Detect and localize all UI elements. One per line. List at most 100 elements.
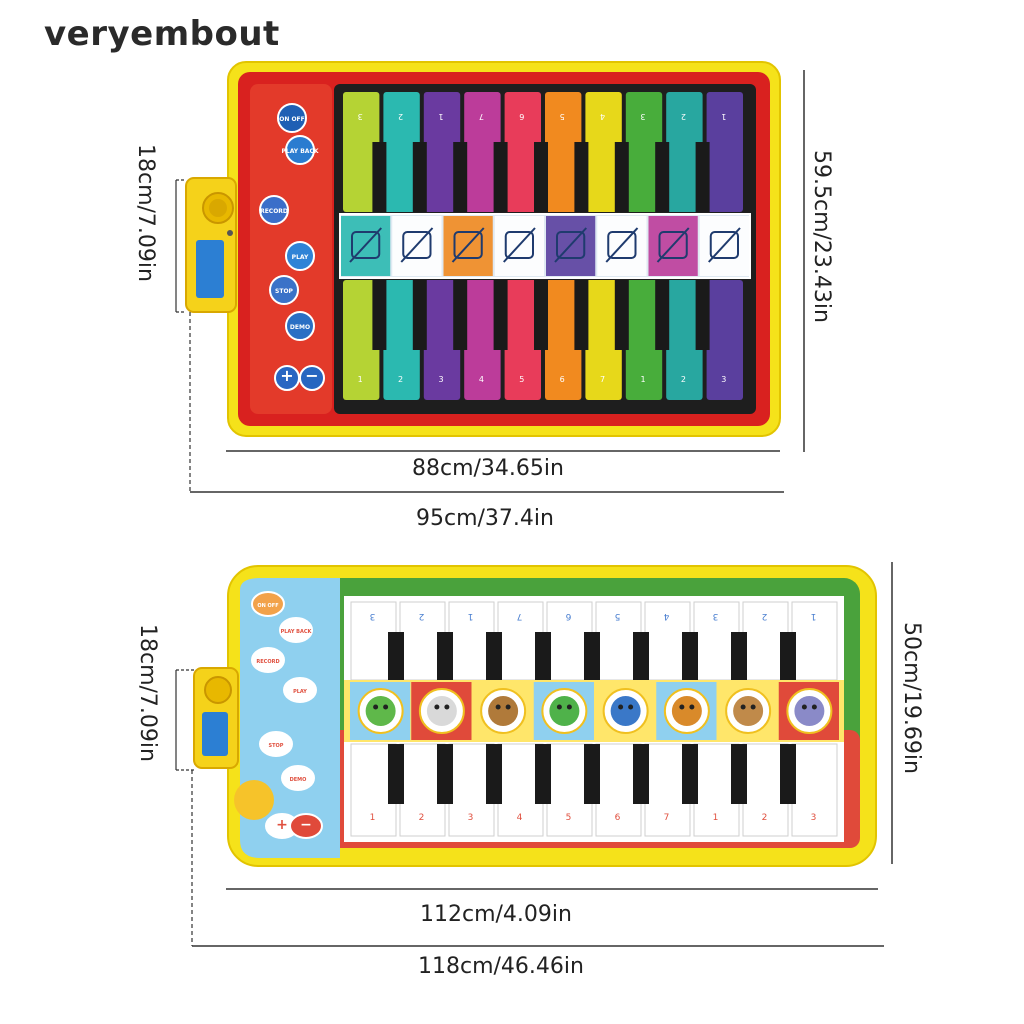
bottom-upper-key-number: 2 [419,611,425,621]
top-mat-button-label: PLAY [292,254,309,261]
bottom-mat-button-label: ON OFF [257,603,278,609]
elephant-icon [602,688,649,734]
top-lower-key-number: 2 [398,375,403,384]
top-outer-width-label: 95cm/37.4in [416,506,554,531]
top-lower-key-number: 4 [479,375,484,384]
top-mat-button [299,365,325,391]
top-lower-key [545,280,582,400]
top-upper-key-number: 7 [479,112,484,121]
top-black-key [614,142,629,212]
top-black-key [412,142,427,212]
bottom-lower-key-number: 7 [664,813,670,823]
top-lower-key [666,280,703,400]
top-lower-key [706,280,743,400]
bottom-mat-button-label: − [300,817,312,833]
top-black-key [453,142,468,212]
bottom-lower-key-number: 1 [370,813,376,823]
bottom-upper-key-number: 1 [811,611,817,621]
top-lower-key [343,280,380,400]
bottom-upper-key-number: 5 [615,611,621,621]
bottom-mat-button [259,731,293,757]
top-upper-key-number: 5 [560,112,565,121]
bottom-upper-key-number: 3 [713,611,719,621]
sun-icon [234,780,274,820]
top-black-key [412,280,427,350]
top-upper-key-number: 3 [358,112,363,121]
bottom-black-key [535,632,551,680]
top-black-key [493,142,508,212]
bottom-black-key [682,632,698,680]
top-black-key [655,280,670,350]
bottom-black-key [486,632,502,680]
bottom-outer-width-label: 118cm/46.46in [418,954,584,979]
guitar-icon [400,227,434,263]
bottom-black-key [535,744,551,804]
bottom-black-key [584,632,600,680]
bottom-lower-key-number: 4 [517,813,523,823]
bottom-lower-key-number: 5 [566,813,572,823]
bottom-upper-key-number: 3 [370,611,376,621]
top-upper-key-number: 3 [640,112,645,121]
bottom-upper-key-number: 4 [663,611,669,621]
flute-icon [349,227,382,263]
top-lower-key-number: 6 [560,375,565,384]
top-black-key [695,142,710,212]
bottom-black-key [437,632,453,680]
bottom-speaker-box [193,667,239,769]
top-lower-key [585,280,622,400]
bottom-mat-button-label: PLAY [293,689,307,695]
top-upper-key [343,92,380,212]
bottom-mat-button [281,765,315,791]
top-upper-key [545,92,582,212]
xylophone-icon [503,227,536,263]
top-lower-key-number: 3 [438,375,443,384]
bottom-mat-button [283,677,317,703]
bottom-lower-key-number: 6 [615,813,621,823]
top-black-key [614,280,629,350]
bottom-black-key [486,744,502,804]
bottom-inner-width-label: 112cm/4.09in [420,902,572,927]
top-black-key [574,142,589,212]
bottom-lower-key-number: 3 [468,813,474,823]
top-lower-key [383,280,420,400]
top-inner-width-label: 88cm/34.65in [412,456,564,481]
bottom-mat-button-label: RECORD [256,659,279,665]
bottom-black-key [633,632,649,680]
top-upper-key-number: 2 [681,112,686,121]
bottom-mat-button-label: DEMO [290,777,307,783]
bottom-lower-key-number: 1 [713,813,719,823]
clarinet-icon [451,227,485,263]
top-mat-button [259,195,289,225]
top-black-key [372,142,387,212]
bottom-lower-key-number: 3 [811,813,817,823]
bottom-animal-strip [350,682,839,740]
bottom-mat-button-label: + [276,817,288,833]
bottom-mat-button [279,617,313,643]
top-mat-button-label: ON OFF [279,116,305,123]
top-mat-button [269,275,299,305]
top-lower-key [625,280,663,400]
top-mat-button-label: RECORD [260,208,288,215]
bottom-black-key [780,744,796,804]
bear-icon [725,688,772,734]
bottom-black-key [682,744,698,804]
bottom-black-key [388,744,404,804]
top-mat-button [285,241,315,271]
top-speaker-height-label: 18cm/7.09in [133,144,158,282]
top-upper-key [504,92,541,212]
top-instrument-strip [341,216,749,276]
lion-icon [663,688,710,734]
top-lower-key [464,280,501,400]
top-mat-button-label: − [305,366,318,385]
top-mat-button-label: + [280,366,293,385]
top-mat-button-label: PLAY BACK [282,148,319,155]
bottom-black-key [388,632,404,680]
top-lower-key [423,280,461,400]
trumpet-icon [554,227,587,263]
